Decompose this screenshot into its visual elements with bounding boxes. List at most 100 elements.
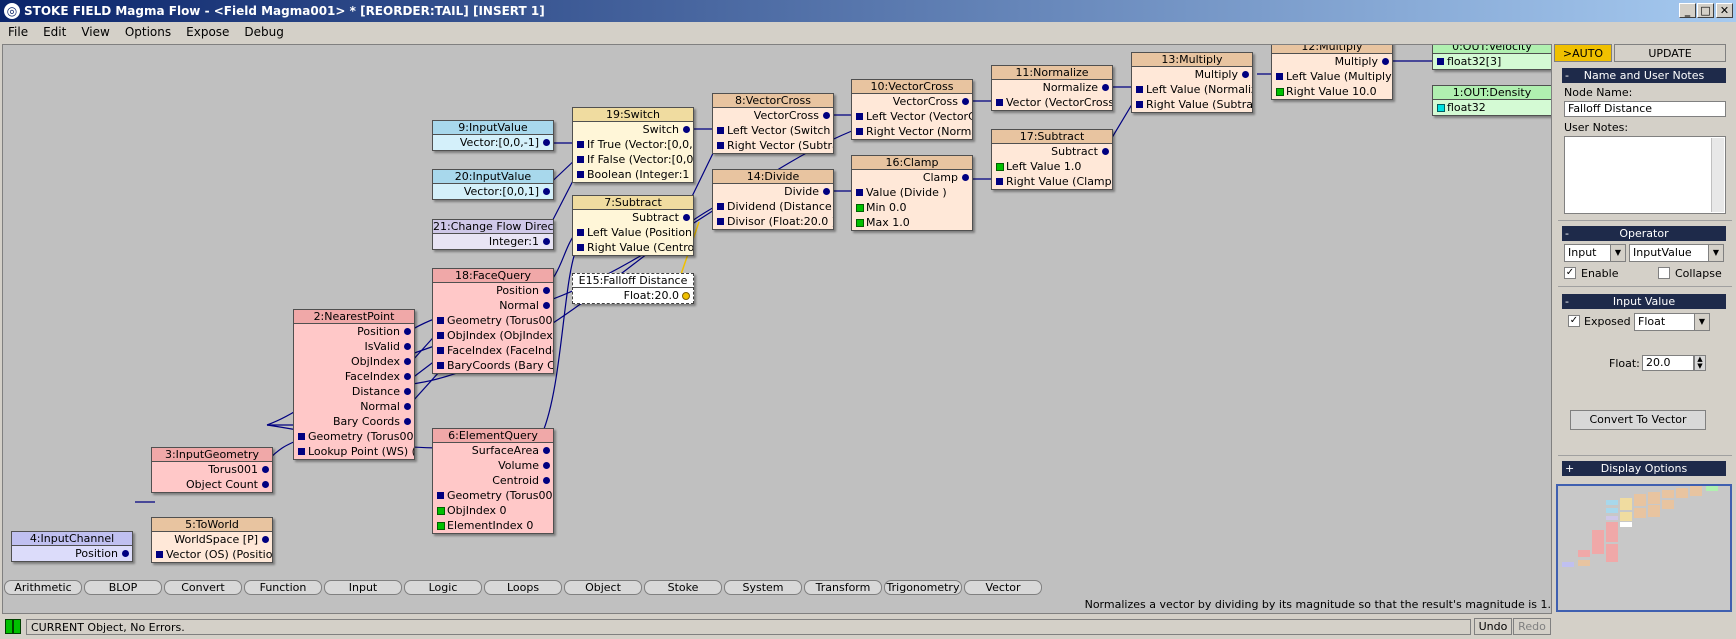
title-bar[interactable]: ◎ STOKE FIELD Magma Flow - <Field Magma0… [0, 0, 1736, 22]
category-blop[interactable]: BLOP [84, 580, 162, 595]
section-display-options[interactable]: +Display Options [1562, 461, 1726, 476]
menu-edit[interactable]: Edit [43, 25, 67, 39]
menu-options[interactable]: Options [124, 25, 172, 39]
node-face-query-18[interactable]: 18:FaceQuery Position Normal Geometry (T… [432, 268, 554, 374]
node-input[interactable]: float32 [1433, 100, 1551, 115]
node-input[interactable]: Left Value (Multiply ) [1272, 69, 1392, 84]
node-output[interactable]: Clamp [852, 170, 972, 185]
node-input[interactable]: Max 1.0 [852, 215, 972, 230]
node-output[interactable]: Torus001 [152, 462, 272, 477]
category-trigonometry[interactable]: Trigonometry [884, 580, 962, 595]
node-output[interactable]: IsValid [294, 339, 414, 354]
node-input[interactable]: Value (Divide ) [852, 185, 972, 200]
node-clamp-16[interactable]: 16:Clamp Clamp Value (Divide ) Min 0.0 M… [851, 155, 973, 231]
node-switch-19[interactable]: 19:Switch Switch If True (Vector:[0,0,-1… [572, 107, 694, 183]
operator-category-dropdown[interactable]: Input▼ [1564, 244, 1626, 262]
node-input[interactable]: Geometry (Torus001) [433, 488, 553, 503]
undo-button[interactable]: Undo [1474, 618, 1512, 635]
category-convert[interactable]: Convert [164, 580, 242, 595]
node-subtract-17[interactable]: 17:Subtract Subtract Left Value 1.0 Righ… [991, 129, 1113, 190]
node-input[interactable]: FaceIndex (FaceIndex) [433, 343, 553, 358]
float-spinner[interactable]: ▲▼ [1694, 355, 1706, 371]
node-output[interactable]: Position [12, 546, 132, 561]
node-divide-14[interactable]: 14:Divide Divide Dividend (Distance ) Di… [712, 169, 834, 230]
section-operator[interactable]: -Operator [1562, 226, 1726, 241]
collapse-checkbox[interactable] [1658, 267, 1670, 279]
node-input[interactable]: Lookup Point (WS) (WorldSpace) [294, 444, 414, 459]
node-multiply-12[interactable]: 12:Multiply Multiply Left Value (Multipl… [1271, 45, 1393, 100]
node-output[interactable]: Centroid [433, 473, 553, 488]
node-input[interactable]: Geometry (Torus001) [433, 313, 553, 328]
node-output[interactable]: Distance [294, 384, 414, 399]
node-input[interactable]: Right Vector (Normal) [852, 124, 972, 139]
menu-view[interactable]: View [81, 25, 110, 39]
node-output[interactable]: Normalize [992, 80, 1112, 95]
user-notes-field[interactable] [1564, 136, 1726, 214]
node-input-channel-4[interactable]: 4:InputChannel Position [11, 531, 133, 562]
node-output[interactable]: ObjIndex [294, 354, 414, 369]
node-nearest-point-2[interactable]: 2:NearestPoint Position IsValid ObjIndex… [293, 309, 415, 460]
value-type-dropdown[interactable]: Float▼ [1634, 313, 1710, 331]
node-output[interactable]: Subtract [992, 144, 1112, 159]
node-input[interactable]: Divisor (Float:20.0 ) [713, 214, 833, 229]
category-stoke[interactable]: Stoke [644, 580, 722, 595]
node-output[interactable]: WorldSpace [P] [152, 532, 272, 547]
node-input-geometry-3[interactable]: 3:InputGeometry Torus001 Object Count [151, 447, 273, 493]
node-output[interactable]: Subtract [573, 210, 693, 225]
node-input[interactable]: BaryCoords (Bary Coords) [433, 358, 553, 373]
category-function[interactable]: Function [244, 580, 322, 595]
node-input[interactable]: Right Vector (Subtract) [713, 138, 833, 153]
node-output[interactable]: VectorCross [713, 108, 833, 123]
node-multiply-13[interactable]: 13:Multiply Multiply Left Value (Normali… [1131, 52, 1253, 113]
category-vector[interactable]: Vector [964, 580, 1042, 595]
graph-minimap[interactable] [1556, 484, 1732, 612]
category-system[interactable]: System [724, 580, 802, 595]
node-output[interactable]: Divide [713, 184, 833, 199]
node-input[interactable]: float32[3] [1433, 54, 1551, 69]
node-output[interactable]: Volume [433, 458, 553, 473]
node-input[interactable]: Left Vector (Switch ) [713, 123, 833, 138]
maximize-button[interactable]: □ [1697, 3, 1714, 18]
menu-file[interactable]: File [8, 25, 29, 39]
node-falloff-distance[interactable]: E15:Falloff Distance Float:20.0 [572, 273, 694, 304]
node-out-density[interactable]: 1:OUT:Density float32 [1432, 85, 1551, 116]
node-output[interactable]: Position [433, 283, 553, 298]
node-input[interactable]: Right Value (Subtract) [1132, 97, 1252, 112]
node-input[interactable]: Vector (OS) (Position) [152, 547, 272, 562]
node-output[interactable]: Position [294, 324, 414, 339]
redo-button[interactable]: Redo [1513, 618, 1551, 635]
collapse-icon[interactable]: - [1565, 295, 1569, 308]
close-button[interactable]: ✕ [1716, 3, 1733, 18]
node-change-flow-direction[interactable]: 21:Change Flow Direction Integer:1 [432, 219, 554, 250]
node-output[interactable]: Multiply [1272, 54, 1392, 69]
category-logic[interactable]: Logic [404, 580, 482, 595]
node-input[interactable]: Left Value (Normalize) [1132, 82, 1252, 97]
node-output[interactable]: Object Count [152, 477, 272, 492]
category-loops[interactable]: Loops [484, 580, 562, 595]
node-input[interactable]: Right Value (Clamp ) [992, 174, 1112, 189]
category-input[interactable]: Input [324, 580, 402, 595]
node-input[interactable]: Dividend (Distance ) [713, 199, 833, 214]
node-output[interactable]: FaceIndex [294, 369, 414, 384]
convert-to-vector-button[interactable]: Convert To Vector [1570, 410, 1706, 430]
node-output[interactable]: Integer:1 [433, 234, 553, 249]
node-vectorcross-8[interactable]: 8:VectorCross VectorCross Left Vector (S… [712, 93, 834, 154]
node-output[interactable]: Normal [433, 298, 553, 313]
node-graph-canvas[interactable]: 9:InputValue Vector:[0,0,-1] 20:InputVal… [2, 44, 1552, 614]
node-input[interactable]: Left Vector (VectorCross) [852, 109, 972, 124]
node-out-velocity[interactable]: 0:OUT:Velocity float32[3] [1432, 45, 1551, 70]
node-subtract-7[interactable]: 7:Subtract Subtract Left Value (Position… [572, 195, 694, 256]
enable-checkbox[interactable]: ✓ [1564, 267, 1576, 279]
node-input[interactable]: ObjIndex (ObjIndex ) [433, 328, 553, 343]
node-output[interactable]: VectorCross [852, 94, 972, 109]
section-input-value[interactable]: -Input Value [1562, 294, 1726, 309]
node-output[interactable]: Bary Coords [294, 414, 414, 429]
node-input[interactable]: Vector (VectorCross) [992, 95, 1112, 110]
node-input[interactable]: ObjIndex 0 [433, 503, 553, 518]
node-normalize-11[interactable]: 11:Normalize Normalize Vector (VectorCro… [991, 65, 1113, 111]
node-input[interactable]: ElementIndex 0 [433, 518, 553, 533]
section-name-notes[interactable]: -Name and User Notes [1562, 68, 1726, 83]
node-input[interactable]: Geometry (Torus001) [294, 429, 414, 444]
tab-auto[interactable]: >AUTO [1554, 44, 1612, 62]
category-transform[interactable]: Transform [804, 580, 882, 595]
